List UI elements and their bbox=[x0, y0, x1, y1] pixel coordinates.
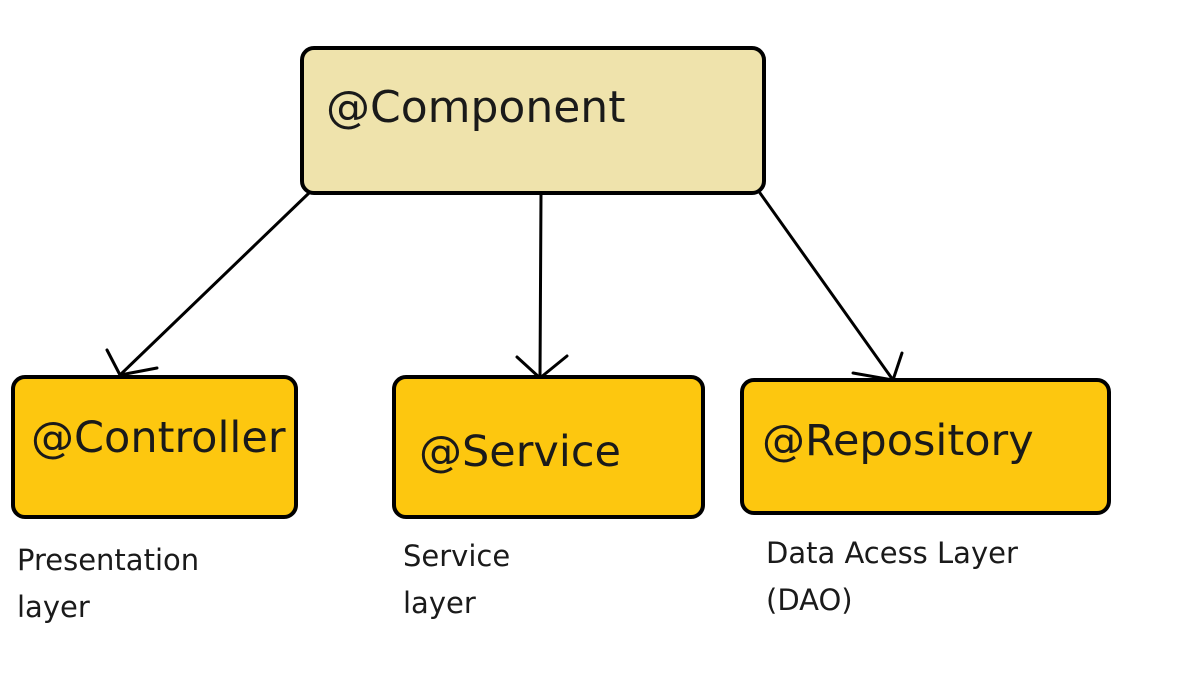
controller-caption-line-1: Presentation bbox=[17, 543, 200, 577]
controller-caption: Presentation layer bbox=[17, 537, 199, 631]
repository-caption: Data Acess Layer (DAO) bbox=[766, 530, 1018, 624]
controller-caption-line-2: layer bbox=[17, 590, 90, 624]
repository-label: @Repository bbox=[762, 416, 1034, 466]
arrow-component-to-service bbox=[515, 191, 569, 380]
controller-label: @Controller bbox=[31, 413, 286, 463]
service-label: @Service bbox=[419, 427, 621, 477]
service-box: @Service bbox=[392, 375, 705, 519]
service-caption-line-2: layer bbox=[403, 586, 476, 620]
repository-caption-line-1: Data Acess Layer bbox=[766, 536, 1018, 570]
arrow-component-to-controller bbox=[105, 191, 311, 377]
arrow-component-to-repository bbox=[758, 191, 904, 382]
controller-box: @Controller bbox=[11, 375, 298, 519]
service-caption: Service layer bbox=[403, 533, 510, 627]
service-caption-line-1: Service bbox=[403, 539, 511, 573]
repository-box: @Repository bbox=[740, 378, 1111, 515]
component-box: @Component bbox=[300, 46, 766, 195]
repository-caption-line-2: (DAO) bbox=[766, 583, 853, 617]
component-label: @Component bbox=[326, 82, 626, 133]
